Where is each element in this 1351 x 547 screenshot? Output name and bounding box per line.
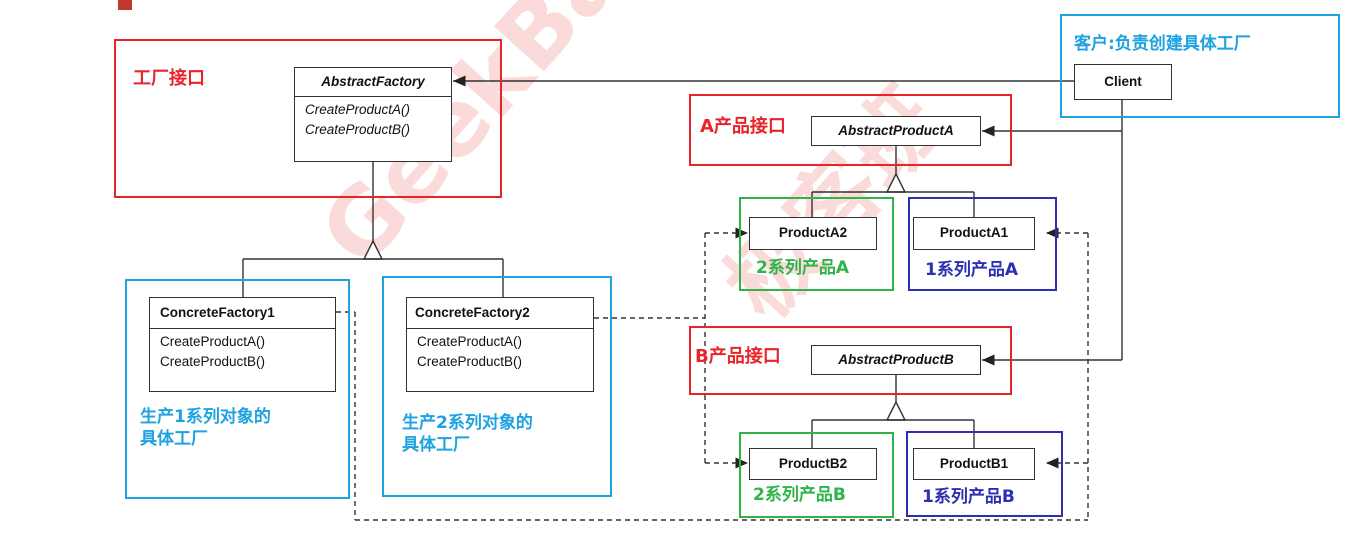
product-b1-family-label: 1系列产品B <box>922 487 1015 507</box>
product-b-interface-frame <box>689 326 1012 395</box>
abstract-product-b-class: AbstractProductB <box>811 345 981 375</box>
concrete-factory2-frame <box>382 276 612 497</box>
product-a-inherit-triangle <box>885 172 907 193</box>
abstract-factory-methods: CreateProductA() CreateProductB() <box>295 96 451 143</box>
abstract-product-a-name: AbstractProductA <box>838 123 954 138</box>
product-b-interface-label: B产品接口 <box>695 346 781 367</box>
product-b1-class: ProductB1 <box>913 448 1035 480</box>
product-b2-family-frame <box>739 432 894 518</box>
product-a1-name: ProductA1 <box>939 225 1009 240</box>
concrete-factory2-method-b: CreateProductB() <box>417 354 523 369</box>
concrete-factory1-role-line1: 生产1系列对象的 <box>140 407 271 427</box>
abstract-factory-class: AbstractFactory CreateProductA() CreateP… <box>294 67 452 162</box>
concrete-factory1-method-b: CreateProductB() <box>160 354 266 369</box>
product-a2-family-label: 2系列产品A <box>756 258 849 278</box>
product-a2-family-frame <box>739 197 894 291</box>
concrete-factory1-role-line2: 具体工厂 <box>140 429 208 449</box>
factory-inherit-triangle <box>362 239 384 260</box>
product-a2-class: ProductA2 <box>749 217 877 250</box>
product-a1-family-label: 1系列产品A <box>925 260 1018 280</box>
client-role-label: 客户:负责创建具体工厂 <box>1074 34 1251 54</box>
product-b2-name: ProductB2 <box>778 456 848 471</box>
concrete-factory2-name: ConcreteFactory2 <box>415 305 530 320</box>
concrete-factory2-role-line2: 具体工厂 <box>402 435 470 455</box>
product-a-interface-frame <box>689 94 1012 166</box>
product-a2-name: ProductA2 <box>778 225 848 240</box>
factory-interface-label: 工厂接口 <box>133 68 205 89</box>
product-a-interface-label: A产品接口 <box>700 116 786 137</box>
abstract-factory-method-b: CreateProductB() <box>305 122 411 137</box>
corner-marker <box>118 0 132 10</box>
abstract-factory-method-a: CreateProductA() <box>305 102 411 117</box>
product-b-inherit-triangle <box>885 400 907 421</box>
concrete-factory2-class: ConcreteFactory2 CreateProductA() Create… <box>406 297 594 392</box>
factory-interface-frame <box>114 39 502 198</box>
concrete-factory2-methods: CreateProductA() CreateProductB() <box>407 328 593 375</box>
concrete-factory1-name: ConcreteFactory1 <box>160 305 275 320</box>
product-a1-class: ProductA1 <box>913 217 1035 250</box>
product-b1-name: ProductB1 <box>939 456 1009 471</box>
concrete-factory1-methods: CreateProductA() CreateProductB() <box>150 328 335 375</box>
client-frame <box>1060 14 1340 118</box>
product-b2-family-label: 2系列产品B <box>753 485 846 505</box>
abstract-product-b-name: AbstractProductB <box>838 352 954 367</box>
client-name: Client <box>1104 74 1142 89</box>
concrete-factory1-class: ConcreteFactory1 CreateProductA() Create… <box>149 297 336 392</box>
abstract-product-a-class: AbstractProductA <box>811 116 981 146</box>
abstract-factory-name: AbstractFactory <box>321 74 425 89</box>
client-class: Client <box>1074 64 1172 100</box>
concrete-factory1-frame <box>125 279 350 499</box>
concrete-factory2-method-a: CreateProductA() <box>417 334 523 349</box>
product-a1-family-frame <box>908 197 1057 291</box>
product-b1-family-frame <box>906 431 1063 517</box>
product-b2-class: ProductB2 <box>749 448 877 480</box>
concrete-factory2-role-line1: 生产2系列对象的 <box>402 413 533 433</box>
concrete-factory1-method-a: CreateProductA() <box>160 334 266 349</box>
